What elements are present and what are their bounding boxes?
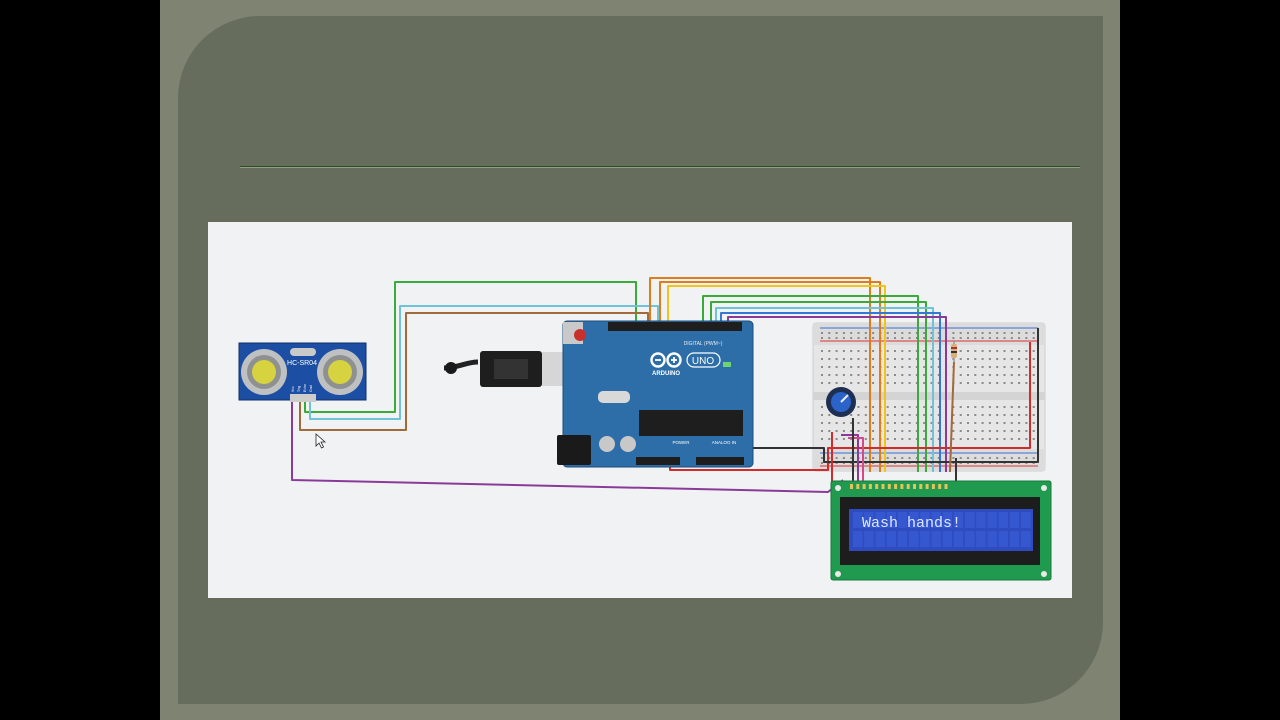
- title-divider: [240, 166, 1080, 168]
- wire-brown-sensor: [299, 312, 649, 431]
- lcd-pins: [850, 484, 948, 489]
- wire-pot-purple: [841, 434, 859, 482]
- arduino-model-label: UNO: [692, 356, 714, 367]
- wire-green-sensor: [304, 281, 637, 413]
- wires: [291, 277, 1039, 493]
- arduino-uno-board: DIGITAL (PWM~) ARDUINO UNO POWER ANALOG …: [557, 320, 754, 468]
- lcd-display: Wash hands!: [830, 480, 1052, 581]
- arduino-analog-label: ANALOG IN: [712, 440, 737, 445]
- sensor-pin-label: Echo: [303, 384, 307, 392]
- resistor: [951, 340, 957, 362]
- sensor-pin-label: Gnd: [309, 385, 313, 392]
- sensor-pin-label: Vcc: [291, 386, 295, 392]
- wire-cyan-2: [715, 307, 934, 472]
- wire-red-power: [669, 342, 1031, 471]
- arduino-digital-label: DIGITAL (PWM~): [684, 341, 723, 347]
- usb-cable: [443, 351, 564, 387]
- arduino-brand-label: ARDUINO: [652, 371, 680, 377]
- lcd-message: Wash hands!: [862, 515, 961, 532]
- mouse-cursor-icon: [315, 433, 327, 449]
- wire-orange-1: [649, 277, 871, 472]
- wire-orange-2: [659, 281, 881, 472]
- wire-blue: [720, 312, 941, 472]
- wire-green-2: [702, 295, 919, 472]
- wire-green-3: [710, 301, 927, 472]
- arduino-logo: [650, 352, 682, 368]
- potentiometer: [826, 387, 856, 417]
- wire-cyan-sensor: [309, 305, 659, 420]
- sensor-model-label: HC-SR04: [287, 360, 317, 367]
- sensor-pin-label: Trig: [297, 386, 301, 392]
- wire-yellow: [667, 285, 886, 472]
- arduino-power-label: POWER: [672, 440, 690, 445]
- lcd-character-cells: [853, 512, 1031, 547]
- wire-resistor-brown: [949, 361, 955, 473]
